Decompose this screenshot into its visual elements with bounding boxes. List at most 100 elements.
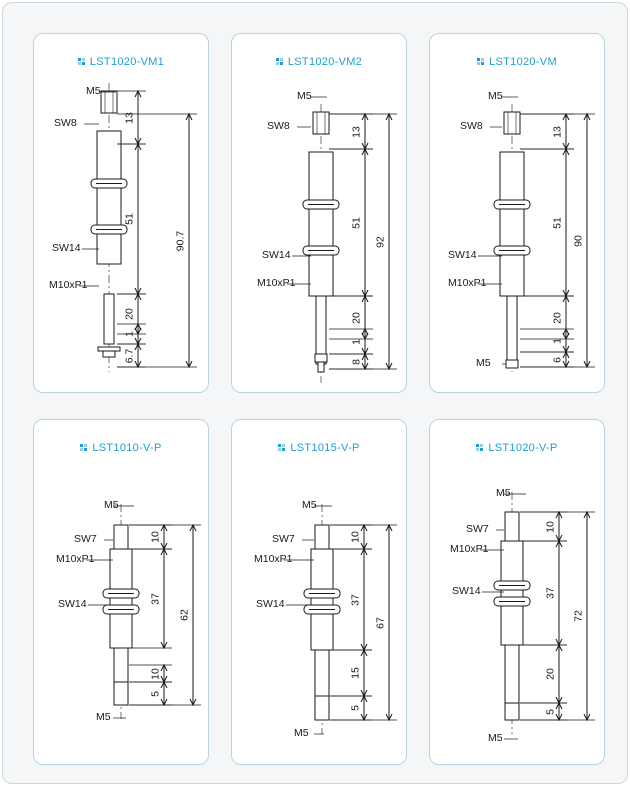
label-nut-wrench: SW14 bbox=[58, 598, 87, 610]
title-bullet-icon bbox=[477, 58, 485, 66]
card-title: LST1010-V-P bbox=[34, 442, 208, 454]
label-body-thread: M10xP1 bbox=[49, 279, 88, 291]
threaded-body bbox=[500, 540, 524, 646]
dim-lower: 20 bbox=[350, 311, 363, 324]
threaded-body bbox=[96, 130, 122, 265]
label-nut-wrench: SW14 bbox=[52, 242, 81, 254]
label-top-wrench: SW7 bbox=[272, 533, 295, 545]
tip-hex bbox=[314, 695, 330, 721]
label-top-wrench: SW8 bbox=[267, 120, 290, 132]
dim-total: 62 bbox=[178, 609, 191, 621]
card-title: LST1020-V-P bbox=[430, 442, 604, 454]
dim-body: 51 bbox=[551, 216, 564, 229]
title-bullet-icon bbox=[80, 444, 88, 452]
tip-nozzle-stem bbox=[317, 361, 325, 373]
title-bullet-icon bbox=[278, 444, 286, 452]
label-top-thread: M5 bbox=[104, 499, 119, 511]
title-bullet-icon bbox=[275, 58, 284, 66]
label-body-thread: M10xP1 bbox=[257, 277, 296, 289]
label-top-wrench: SW7 bbox=[466, 523, 489, 535]
top-hex bbox=[113, 524, 129, 550]
dim-top: 13 bbox=[551, 125, 564, 138]
plunger-rod bbox=[103, 293, 115, 345]
card-title-text: LST1020-VM bbox=[489, 56, 557, 68]
label-nut-wrench: SW14 bbox=[262, 249, 291, 261]
part-drawing bbox=[86, 504, 201, 719]
label-nut-wrench: SW14 bbox=[448, 249, 477, 261]
label-body-thread: M10xP1 bbox=[56, 553, 95, 565]
top-hex bbox=[314, 524, 330, 550]
dim-body: 37 bbox=[349, 593, 362, 606]
dim-small: 1 bbox=[123, 331, 136, 337]
dim-top: 10 bbox=[349, 531, 362, 543]
card-title-text: LST1020-VM1 bbox=[89, 56, 165, 68]
top-hex bbox=[503, 111, 521, 135]
dim-small: 1 bbox=[350, 338, 363, 345]
card-title: LST1020-VM2 bbox=[232, 56, 406, 68]
label-top-wrench: SW7 bbox=[74, 533, 97, 545]
card-title-text: LST1020-VM2 bbox=[287, 56, 363, 68]
tip-flange bbox=[97, 346, 121, 352]
title-bullet-icon bbox=[77, 58, 86, 66]
dim-tip: 5 bbox=[544, 708, 557, 715]
plunger-rod bbox=[113, 647, 129, 683]
card-title-text: LST1020-V-P bbox=[488, 442, 558, 454]
dim-small: 1 bbox=[551, 337, 564, 344]
tip-m5-stud bbox=[505, 359, 519, 369]
card-title: LST1020-VM1 bbox=[34, 56, 208, 68]
label-top-thread: M5 bbox=[302, 499, 317, 511]
part-drawing bbox=[79, 83, 197, 372]
dim-body: 51 bbox=[123, 213, 136, 225]
dim-top: 10 bbox=[544, 520, 557, 533]
label-body-thread: M10xP1 bbox=[254, 553, 293, 565]
dim-body: 37 bbox=[544, 587, 557, 599]
card-title-text: LST1015-V-P bbox=[290, 442, 360, 454]
plunger-rod bbox=[314, 649, 330, 697]
dim-top: 10 bbox=[149, 531, 162, 543]
label-top-thread: M5 bbox=[86, 85, 101, 97]
tip-nozzle bbox=[314, 353, 328, 363]
dim-tip: 6 bbox=[551, 356, 564, 363]
label-body-thread: M10xP1 bbox=[450, 543, 489, 555]
dim-total: 67 bbox=[374, 616, 387, 629]
label-top-wrench: SW8 bbox=[54, 117, 77, 129]
plunger-rod bbox=[506, 295, 518, 365]
card-title-text: LST1010-V-P bbox=[92, 442, 162, 454]
label-bottom-thread: M5 bbox=[96, 711, 111, 723]
part-drawing bbox=[284, 504, 397, 735]
dim-lower: 20 bbox=[551, 311, 564, 324]
threaded-body bbox=[310, 548, 334, 651]
dim-body: 51 bbox=[350, 216, 363, 229]
label-bottom-thread: M5 bbox=[476, 357, 491, 369]
dim-lower: 20 bbox=[544, 668, 557, 680]
dim-top: 13 bbox=[123, 111, 136, 124]
card-title: LST1015-V-P bbox=[232, 442, 406, 454]
dim-total: 92 bbox=[374, 235, 387, 248]
dim-lower: 20 bbox=[123, 308, 136, 320]
top-hex bbox=[312, 111, 330, 135]
label-bottom-thread: M5 bbox=[488, 732, 503, 744]
part-drawing bbox=[287, 96, 397, 383]
label-top-thread: M5 bbox=[496, 487, 511, 499]
tip-hex bbox=[504, 702, 520, 721]
dim-body: 37 bbox=[149, 592, 162, 605]
part-drawing bbox=[478, 96, 595, 372]
threaded-body bbox=[499, 151, 525, 297]
threaded-body bbox=[308, 151, 334, 297]
dim-lower: 15 bbox=[349, 667, 362, 679]
top-hex bbox=[504, 511, 520, 542]
part-drawing bbox=[480, 492, 595, 740]
dim-total: 90 bbox=[572, 234, 585, 247]
label-nut-wrench: SW14 bbox=[452, 585, 481, 597]
label-top-thread: M5 bbox=[488, 90, 503, 102]
plunger-rod bbox=[504, 644, 520, 704]
label-top-thread: M5 bbox=[297, 90, 312, 102]
dim-tip: 5 bbox=[149, 690, 162, 697]
dim-lower: 10 bbox=[149, 667, 162, 680]
dim-top: 13 bbox=[350, 125, 363, 138]
label-nut-wrench: SW14 bbox=[256, 598, 285, 610]
